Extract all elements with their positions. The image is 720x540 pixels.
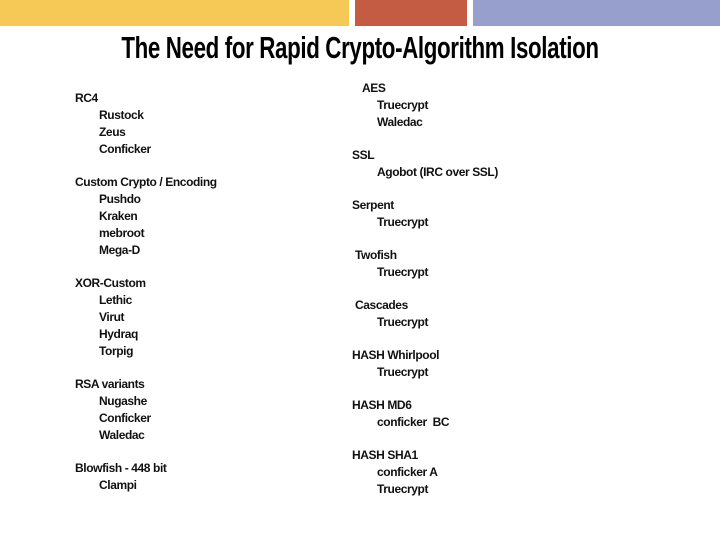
group-item: Pushdo [99, 192, 141, 206]
group-item: Waledac [377, 115, 423, 129]
group-item: Truecrypt [377, 365, 429, 379]
group-heading: RSA variants [75, 377, 145, 391]
group-item: Agobot (IRC over SSL) [377, 165, 498, 179]
group-item: Mega-D [99, 243, 140, 257]
group-item: mebroot [99, 226, 145, 240]
group-item: Clampi [99, 478, 137, 492]
group-heading: SSL [352, 148, 375, 162]
group-heading: HASH SHA1 [352, 448, 418, 462]
slide-title: The Need for Rapid Crypto-Algorithm Isol… [121, 30, 599, 65]
group-heading: Blowfish - 448 bit [75, 461, 167, 475]
group-heading: Custom Crypto / Encoding [75, 175, 217, 189]
group-item: Torpig [99, 344, 134, 358]
group-heading: Twofish [355, 248, 397, 262]
algorithm-group: HASH SHA1 conficker A Truecrypt [352, 447, 498, 498]
group-item: Kraken [99, 209, 138, 223]
group-item: Zeus [99, 125, 126, 139]
group-item: Nugashe [99, 394, 147, 408]
group-heading: RC4 [75, 91, 98, 105]
group-item: Conficker [99, 411, 151, 425]
group-heading: Cascades [355, 298, 408, 312]
group-item: Hydraq [99, 327, 138, 341]
group-item: Conficker [99, 142, 151, 156]
group-heading: XOR-Custom [75, 276, 146, 290]
group-heading: AES [362, 81, 386, 95]
algorithm-group: HASH MD6 conficker BC [352, 397, 498, 431]
header-gold-bar [0, 0, 349, 26]
header-lavender-bar [473, 0, 720, 26]
group-item: Virut [99, 310, 125, 324]
group-heading: HASH MD6 [352, 398, 412, 412]
group-item: Truecrypt [377, 98, 429, 112]
group-item: conficker BC [377, 415, 450, 429]
group-item: Truecrypt [377, 315, 429, 329]
group-item: conficker A [377, 465, 438, 479]
group-item: Rustock [99, 108, 144, 122]
header-bar [0, 0, 720, 26]
group-item: Truecrypt [377, 265, 429, 279]
group-item: Lethic [99, 293, 132, 307]
group-item: Waledac [99, 428, 145, 442]
header-red-bar [355, 0, 467, 26]
group-item: Truecrypt [377, 215, 429, 229]
group-item: Truecrypt [377, 482, 429, 496]
group-heading: HASH Whirlpool [352, 348, 440, 362]
group-heading: Serpent [352, 198, 394, 212]
